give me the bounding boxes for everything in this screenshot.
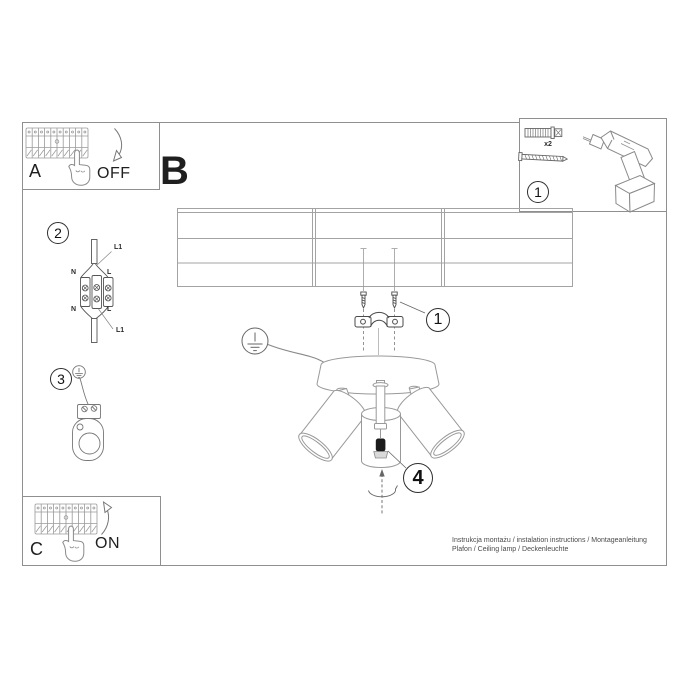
off-label: OFF <box>97 165 131 182</box>
step-c-label: C <box>30 539 43 559</box>
screws-callout-number: 1 <box>426 308 450 332</box>
drill-icon <box>582 130 656 213</box>
spotlight-left <box>294 385 371 467</box>
footer-line-2: Plafon / Ceiling lamp / Deckenleuchte <box>452 545 569 553</box>
footer-line-1: Instrukcja montażu / instalation instruc… <box>452 537 647 544</box>
wall-plug-icon <box>524 126 563 139</box>
mounting-bracket <box>354 311 404 328</box>
ground-connection-diagram <box>72 365 104 461</box>
spotlight-center <box>361 385 401 468</box>
ceiling-panels <box>177 208 573 287</box>
live-label-bottom: L <box>107 306 112 313</box>
on-label: ON <box>95 535 120 552</box>
breaker-panel-icon <box>34 503 98 535</box>
mounting-screw-right <box>391 291 398 309</box>
alignment-dashes <box>363 309 395 352</box>
step-a-label: A <box>29 161 42 181</box>
arrow-on-icon <box>101 500 113 535</box>
mounting-screw-left <box>360 291 367 309</box>
live-label-top: L <box>107 269 112 276</box>
ground-symbol-icon <box>241 327 269 355</box>
arrow-off-icon <box>112 128 123 162</box>
ground-wire <box>267 343 325 363</box>
neutral-label-top: N <box>71 269 77 276</box>
bulb-callout-number: 4 <box>403 463 433 493</box>
drill-guide-lines <box>360 248 398 291</box>
wiring-leader-lines <box>96 251 114 330</box>
callout-1-leader <box>399 301 426 314</box>
footer-text: Instrukcja montażu / instalation instruc… <box>452 537 662 554</box>
cable-label-bottom: L1 <box>116 327 125 334</box>
screw-icon <box>518 152 569 162</box>
rotation-arrow-icon <box>368 469 398 514</box>
tools-step-number: 1 <box>527 181 549 203</box>
terminal-block-diagram <box>80 239 114 343</box>
gu10-bulb-icon <box>375 438 386 452</box>
spotlight-right <box>392 382 469 464</box>
quantity-label: x2 <box>544 141 552 148</box>
callout-4-leader <box>387 450 407 469</box>
cable-label-top: L1 <box>114 244 123 251</box>
wiring-step-number: 2 <box>47 222 69 244</box>
step-b-label: B <box>160 149 189 193</box>
neutral-label-bottom: N <box>71 306 77 313</box>
page-border <box>22 122 667 566</box>
grounding-step-number: 3 <box>50 368 72 390</box>
